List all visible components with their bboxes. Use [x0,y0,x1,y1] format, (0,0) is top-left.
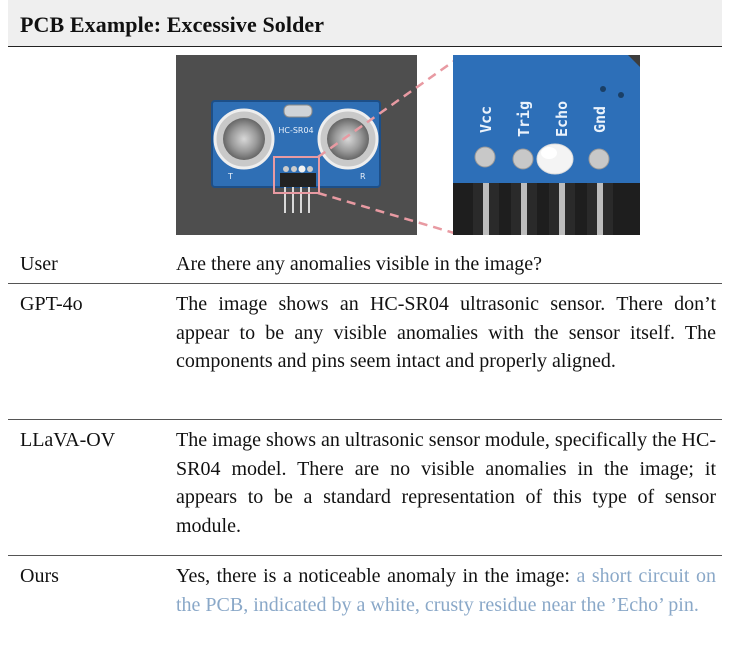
zoom-callout-lines [317,59,455,235]
row-llava-ov: LLaVA-OV The image shows an ultrasonic s… [8,424,722,554]
divider [8,283,722,284]
sensor-photo: HC-SR04 T R [176,55,417,235]
row-ours: Ours Yes, there is a noticeable anomaly … [8,560,722,655]
zoom-region-box [273,156,320,194]
image-row: HC-SR04 T R [8,47,722,240]
pin-label-vcc: Vcc [477,106,495,133]
table-header: PCB Example: Excessive Solder [8,0,722,47]
solder-residue [536,143,574,175]
message-highlight: a short circuit on the PCB, indicated by… [176,565,716,616]
svg-text:T: T [227,172,233,181]
table-title: PCB Example: Excessive Solder [20,12,325,37]
pin-label-echo: Echo [553,101,571,137]
speaker-label: Ours [20,565,59,587]
example-table: PCB Example: Excessive Solder [8,0,722,657]
zoomed-pins-photo: Vcc Trig Echo Gnd [453,55,640,235]
speaker-label: LLaVA-OV [20,429,116,451]
speaker-label: User [20,253,58,275]
row-gpt4o: GPT-4o The image shows an HC-SR04 ultras… [8,288,722,418]
row-user: User Are there any anomalies visible in … [8,248,722,282]
board-label: HC-SR04 [278,126,313,135]
message-text: Are there any anomalies visible in the i… [176,253,542,275]
message-plain: Yes, there is a noticeable anomaly in th… [176,565,577,587]
svg-text:R: R [360,172,366,181]
pin-label-gnd: Gnd [591,106,609,133]
message-text: Yes, there is a noticeable anomaly in th… [176,562,716,619]
divider [8,555,722,556]
divider [8,419,722,420]
message-text: The image shows an ultrasonic sensor mod… [176,429,716,537]
message-text: The image shows an HC-SR04 ultrasonic se… [176,293,716,372]
pin-label-trig: Trig [515,101,533,137]
speaker-label: GPT-4o [20,293,83,315]
